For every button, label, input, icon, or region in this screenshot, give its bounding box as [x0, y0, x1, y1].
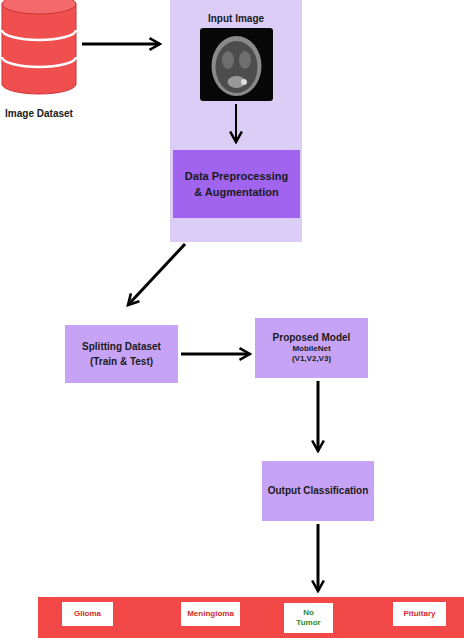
class-label-box: Glioma — [62, 602, 113, 626]
flow-arrow — [82, 43, 160, 46]
node-title: Glioma — [74, 609, 101, 619]
cylinder-body — [2, 4, 76, 94]
flow-arrow — [181, 353, 250, 356]
node-subtitle: MobileNet (V1,V2,V3) — [282, 344, 342, 364]
node-title: Input Image — [208, 13, 264, 26]
class-label-box: Meningioma — [181, 602, 240, 626]
flow-arrow — [128, 244, 185, 305]
class-band: Glioma Meningioma No Tumor Pituitary — [38, 597, 464, 638]
node-title: Proposed Model — [273, 332, 351, 345]
input-panel: Input ImageData Preprocessing & Augmenta… — [170, 0, 302, 242]
process-box: Data Preprocessing & Augmentation — [173, 150, 300, 218]
process-box: Proposed ModelMobileNet (V1,V2,V3) — [255, 318, 368, 378]
node-title: No Tumor — [294, 608, 324, 628]
process-box: Output Classification — [262, 461, 374, 521]
node-title: Splitting Dataset (Train & Test) — [72, 339, 172, 369]
node-title: Output Classification — [268, 485, 369, 498]
class-label-box: No Tumor — [284, 603, 333, 633]
process-box: Splitting Dataset (Train & Test) — [65, 325, 178, 383]
cylinder-top — [2, 0, 76, 14]
node-title: Data Preprocessing & Augmentation — [182, 168, 292, 201]
cylinder-divider — [2, 57, 76, 67]
database-cylinder — [0, 0, 78, 100]
node-title: Meningioma — [187, 609, 234, 619]
flow-arrow — [317, 381, 320, 451]
class-label-box: Pituitary — [393, 602, 446, 626]
node-title: Image Dataset — [5, 108, 73, 121]
cylinder-divider — [2, 30, 76, 40]
database-node: Image Dataset — [0, 0, 78, 120]
node-title: Pituitary — [403, 609, 435, 619]
flow-arrow — [317, 524, 320, 591]
